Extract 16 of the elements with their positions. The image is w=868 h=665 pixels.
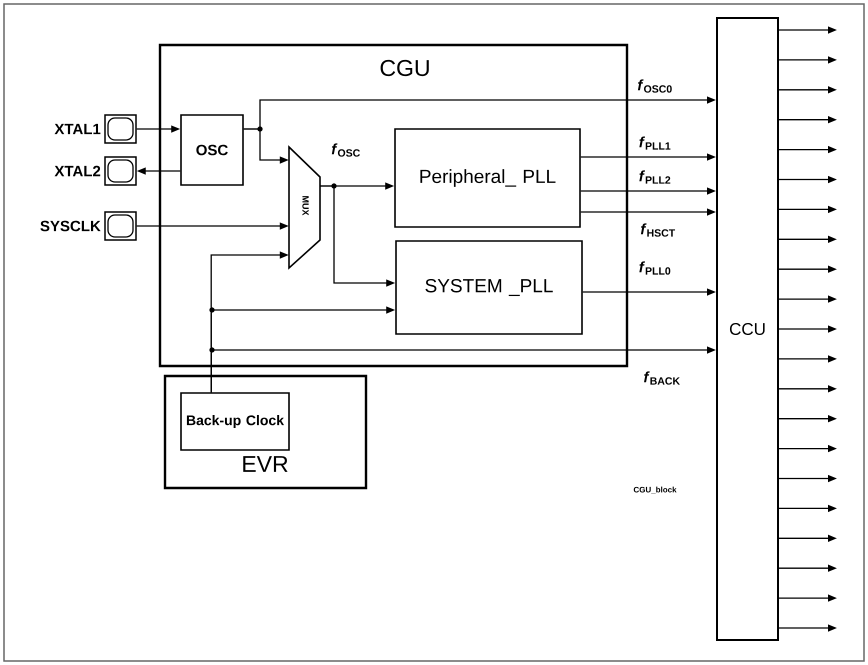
edge-label: f$_{PLL1}$ — [639, 136, 670, 150]
edge-label: f$_{OSC}$ — [332, 143, 360, 157]
figure-id: CGU_block — [634, 486, 677, 494]
block-box: Back-up Clock — [180, 392, 290, 451]
edge-label: f$_{OSC0}$ — [638, 79, 672, 93]
block-box: OSC — [180, 114, 244, 186]
edge-label: f$_{PLL2}$ — [639, 170, 670, 184]
block-box: CCU — [716, 17, 779, 641]
edge-label: f$_{HSCT}$ — [640, 223, 676, 237]
edge-label: f$_{PLL0}$ — [639, 261, 670, 275]
block-box: SYSTEM _PLL — [395, 240, 583, 335]
pin-label: XTAL2 — [54, 166, 100, 176]
pin-label: XTAL1 — [54, 124, 100, 134]
edge-label: f$_{BACK}$ — [644, 371, 680, 385]
pin-label: SYSCLK — [40, 220, 101, 232]
block-box: Peripheral_ PLL — [394, 128, 581, 228]
